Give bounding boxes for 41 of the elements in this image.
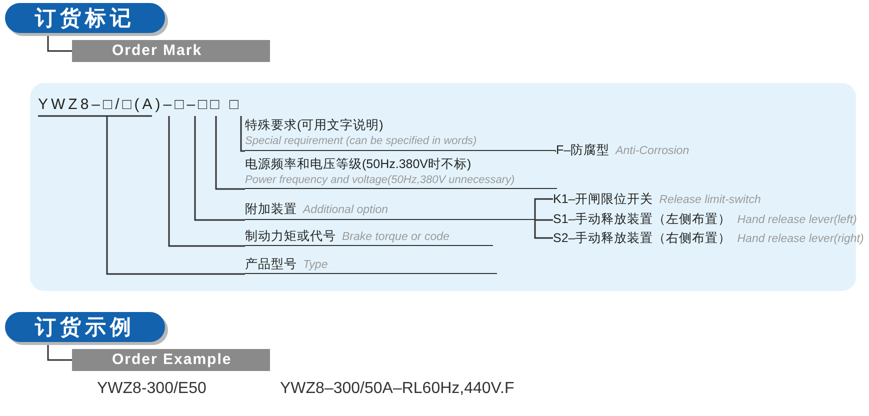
field-description <box>245 156 557 189</box>
chinese-label: K1–开闸限位开关 <box>553 192 654 206</box>
english-label: Power frequency and voltage(50Hz,380V unnecessary) <box>245 173 516 187</box>
order-example: YWZ8-300/E50 <box>97 380 206 398</box>
english-label: Anti-Corrosion <box>616 145 690 157</box>
chinese-label: F–防腐型 <box>556 143 610 157</box>
english-label: Release limit-switch <box>659 194 761 206</box>
english-label: Type <box>303 259 328 271</box>
field-description <box>245 256 497 274</box>
english-label: Special requirement (can be specified in words) <box>245 134 478 148</box>
english-label: Brake torque or code <box>342 231 450 243</box>
leader-line <box>106 116 245 275</box>
leader-line <box>194 116 245 221</box>
leader-line <box>555 150 556 152</box>
chinese-label: 制动力矩或代号 <box>245 229 336 243</box>
field-description <box>245 117 555 151</box>
leader-line <box>240 116 245 152</box>
leader-line <box>215 116 245 190</box>
section-heading: 订货标记 <box>5 3 165 33</box>
model-code: YWZ8–□/□(A)–□–□□ □ <box>38 96 250 116</box>
english-label: Hand release lever(left) <box>737 214 857 226</box>
subheading-bar: Order Mark <box>72 40 270 62</box>
leader-line <box>168 116 245 247</box>
leader-line <box>47 342 72 361</box>
chinese-label: 产品型号 <box>245 257 297 271</box>
leader-line <box>535 219 553 221</box>
chinese-label: 特殊要求(可用文字说明) <box>245 117 384 134</box>
leader-line <box>47 33 72 52</box>
chinese-label: S2–手动释放装置（右侧布置） <box>553 231 732 245</box>
chinese-label: S1–手动释放装置（左侧布置） <box>553 212 732 226</box>
leader-line <box>534 198 553 220</box>
chinese-label: 电源频率和电压等级(50Hz.380V时不标) <box>245 156 472 173</box>
section-heading: 订货示例 <box>5 312 165 342</box>
english-label: Additional option <box>303 204 388 216</box>
subheading-bar: Order Example <box>72 349 270 371</box>
order-example: YWZ8–300/50A–RL60Hz,440V.F <box>280 380 514 398</box>
english-label: Hand release lever(right) <box>737 233 864 245</box>
field-description <box>245 201 535 220</box>
chinese-label: 附加装置 <box>245 202 297 216</box>
field-description <box>245 228 493 246</box>
leader-line <box>534 220 553 239</box>
